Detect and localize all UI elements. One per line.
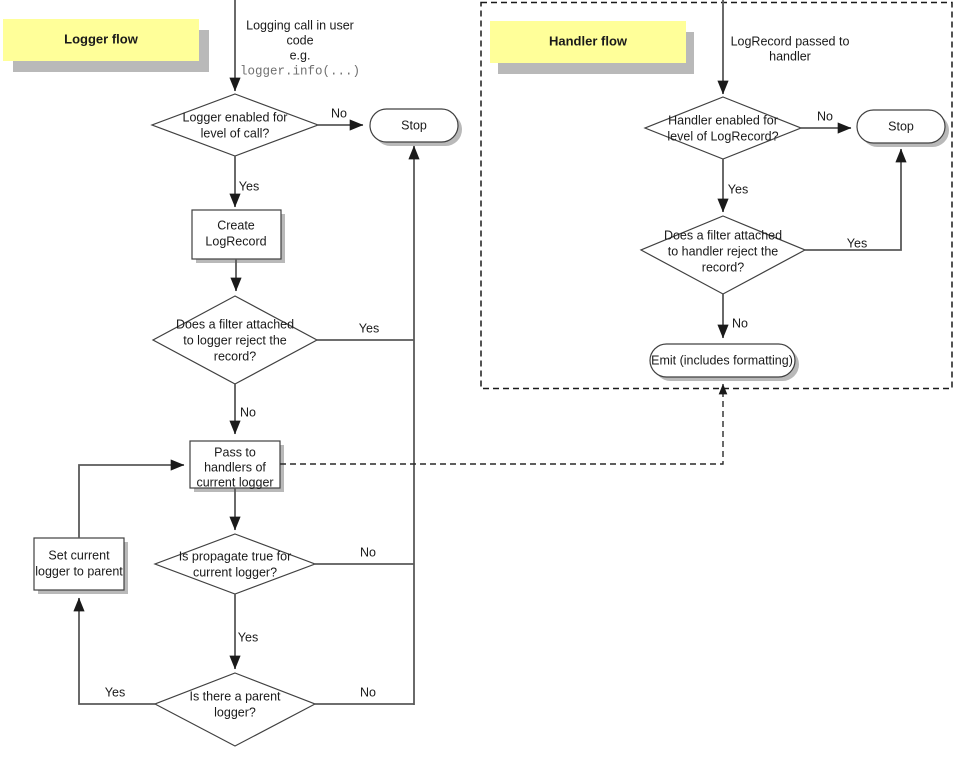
logger-stop-label: Stop: [401, 118, 427, 132]
handler-stop-shape: [856, 109, 946, 144]
handler-enabled-line2: level of LogRecord?: [667, 129, 778, 143]
edge-label-handler-filter-no: No: [732, 316, 748, 330]
set-parent-line1: Set current: [48, 548, 110, 562]
parent-logger-line2: logger?: [214, 705, 256, 719]
logger-banner-rect: [3, 19, 199, 61]
propagate-diamond: [153, 533, 317, 595]
edge-label-handler-enabled-yes: Yes: [728, 182, 748, 196]
edge-label-logger-enabled-yes: Yes: [239, 179, 259, 193]
logger-enabled-line2: level of call?: [201, 126, 270, 140]
parent-logger-diamond: [153, 672, 317, 747]
handler-flow-banner: Handler flow: [490, 21, 694, 74]
edge-label-handler-filter-yes: Yes: [847, 236, 867, 250]
edge-label-parent-logger-no: No: [360, 685, 376, 699]
node-logger-filter: Does a filter attached to logger reject …: [151, 295, 319, 385]
handler-banner-rect: [490, 21, 686, 63]
edge-label-propagate-no: No: [360, 545, 376, 559]
logger-entry-line1: Logging call in user: [246, 18, 354, 32]
propagate-line2: current logger?: [193, 565, 277, 579]
edge-label-logger-filter-no: No: [240, 405, 256, 419]
node-pass-to-handlers: Pass to handlers of current logger: [189, 440, 284, 492]
handler-entry-line1: LogRecord passed to: [731, 34, 850, 48]
pass-to-handlers-line1: Pass to: [214, 445, 256, 459]
node-handler-stop: Stop: [856, 109, 949, 147]
logger-entry-note: Logging call in user code e.g. logger.in…: [240, 18, 360, 78]
logger-filter-line3: record?: [214, 349, 256, 363]
handler-filter-line1: Does a filter attached: [664, 228, 782, 242]
handler-filter-line2: to handler reject the: [668, 244, 779, 258]
logger-enabled-line1: Logger enabled for: [183, 110, 288, 124]
handler-filter-line3: record?: [702, 260, 744, 274]
edge-handler-filter-yes: [805, 148, 907, 251]
logger-flow-banner: Logger flow: [3, 19, 209, 72]
set-parent-line2: logger to parent: [35, 564, 123, 578]
edge-label-handler-enabled-no: No: [817, 109, 833, 123]
edge-label-logger-enabled-no: No: [331, 106, 347, 120]
emit-shape: [649, 343, 796, 378]
logger-entry-line2: code: [286, 33, 313, 47]
pass-to-handlers-line3: current logger: [196, 475, 273, 489]
node-logger-enabled: Logger enabled for level of call?: [150, 93, 320, 157]
handler-flow-region: [480, 1, 953, 390]
emit-label: Emit (includes formatting): [651, 353, 793, 367]
handler-enabled-line1: Handler enabled for: [668, 113, 778, 127]
parent-logger-line1: Is there a parent: [189, 689, 281, 703]
propagate-line1: Is propagate true for: [179, 549, 292, 563]
edge-parent-logger-yes: [73, 597, 155, 705]
node-propagate: Is propagate true for current logger?: [153, 533, 317, 595]
handler-stop-label: Stop: [888, 119, 914, 133]
logger-banner-label: Logger flow: [64, 31, 139, 46]
edge-label-propagate-yes: Yes: [238, 630, 258, 644]
pass-to-handlers-shape: [189, 440, 281, 489]
handler-entry-line2: handler: [769, 49, 811, 63]
create-logrecord-line1: Create: [217, 218, 255, 232]
create-logrecord-shape: [191, 209, 282, 260]
logger-enabled-diamond: [150, 93, 320, 157]
logger-stop-shape: [369, 108, 459, 143]
node-logger-stop: Stop: [369, 108, 462, 146]
logger-entry-line4-code: logger.info(...): [240, 64, 360, 78]
pass-to-handlers-line2: handlers of: [204, 460, 266, 474]
edge-handlers-to-handler-flow-dashed: [280, 383, 728, 465]
edge-label-parent-logger-yes: Yes: [105, 685, 125, 699]
handler-enabled-diamond: [643, 96, 803, 160]
handler-banner-label: Handler flow: [549, 33, 628, 48]
logger-entry-line3: e.g.: [290, 48, 311, 62]
logger-filter-line1: Does a filter attached: [176, 317, 294, 331]
edge-label-logger-filter-yes: Yes: [359, 321, 379, 335]
node-handler-enabled: Handler enabled for level of LogRecord?: [643, 96, 803, 160]
create-logrecord-line2: LogRecord: [205, 234, 266, 248]
logger-filter-line2: to logger reject the: [183, 333, 287, 347]
node-create-logrecord: Create LogRecord: [191, 209, 285, 263]
node-parent-logger: Is there a parent logger?: [153, 672, 317, 747]
node-emit: Emit (includes formatting): [649, 343, 799, 381]
node-handler-filter: Does a filter attached to handler reject…: [639, 215, 807, 295]
edge-set-parent-to-handlers: [78, 459, 185, 538]
node-set-parent: Set current logger to parent: [33, 537, 128, 594]
handler-entry-note: LogRecord passed to handler: [731, 34, 850, 63]
